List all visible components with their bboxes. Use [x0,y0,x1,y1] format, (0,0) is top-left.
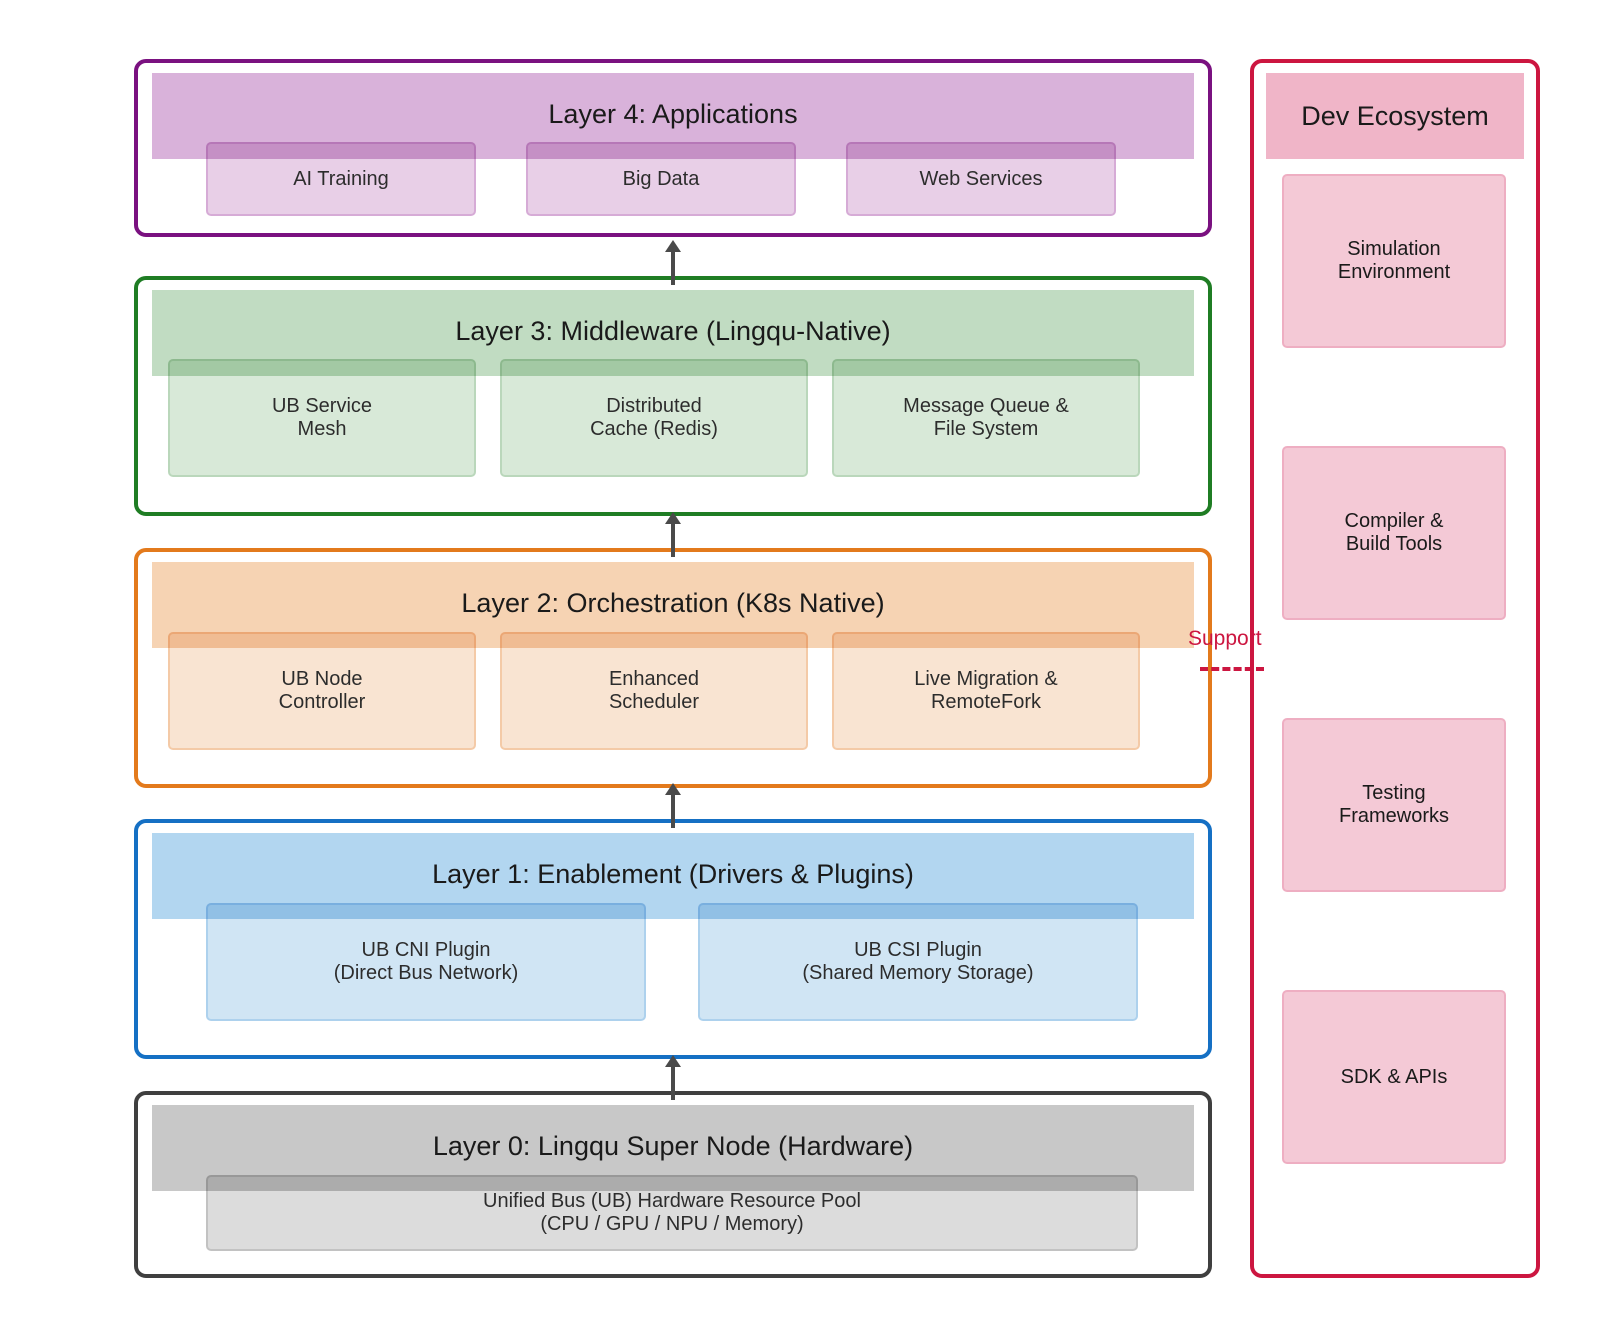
layer-0-hardware: Layer 0: Lingqu Super Node (Hardware) Un… [134,1091,1212,1278]
component-live-migration: Live Migration & RemoteFork [832,632,1140,750]
component-ub-resource-pool: Unified Bus (UB) Hardware Resource Pool … [206,1175,1138,1251]
component-message-queue: Message Queue & File System [832,359,1140,477]
component-ub-cni-plugin: UB CNI Plugin (Direct Bus Network) [206,903,646,1021]
arrowhead-l4 [665,240,681,252]
layer-3-middleware: Layer 3: Middleware (Lingqu-Native) UB S… [134,276,1212,516]
component-distributed-cache: Distributed Cache (Redis) [500,359,808,477]
layer-4-applications: Layer 4: Applications AI Training Big Da… [134,59,1212,237]
layer-1-enablement: Layer 1: Enablement (Drivers & Plugins) … [134,819,1212,1059]
support-label: Support [1188,627,1262,650]
component-ub-service-mesh: UB Service Mesh [168,359,476,477]
eco-item-compiler: Compiler & Build Tools [1282,446,1506,620]
component-web-services: Web Services [846,142,1116,216]
component-ub-csi-plugin: UB CSI Plugin (Shared Memory Storage) [698,903,1138,1021]
component-big-data: Big Data [526,142,796,216]
component-enhanced-scheduler: Enhanced Scheduler [500,632,808,750]
eco-item-testing: Testing Frameworks [1282,718,1506,892]
eco-item-sdk: SDK & APIs [1282,990,1506,1164]
layer-2-orchestration: Layer 2: Orchestration (K8s Native) UB N… [134,548,1212,788]
dev-ecosystem-title: Dev Ecosystem [1266,73,1524,159]
component-ub-node-controller: UB Node Controller [168,632,476,750]
support-dashed-connector [1200,667,1264,671]
eco-item-simulation: Simulation Environment [1282,174,1506,348]
component-ai-training: AI Training [206,142,476,216]
